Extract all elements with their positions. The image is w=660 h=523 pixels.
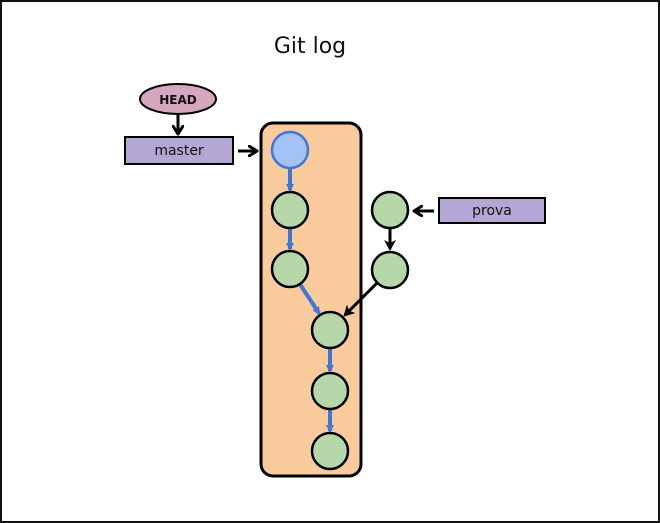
commit-node-p2[interactable] [370, 250, 410, 290]
head-ellipse [139, 83, 217, 115]
diagram-title: Git log [274, 34, 346, 59]
commit-edge-c3-c4 [298, 283, 321, 315]
commit-node-c6[interactable] [310, 431, 350, 471]
commit-node-c2[interactable] [270, 190, 310, 230]
commit-edge-p2-c4 [343, 282, 378, 317]
commit-nodes [270, 130, 410, 471]
commit-node-c4[interactable] [310, 310, 350, 350]
master-label-box [124, 136, 234, 165]
commit-node-p1[interactable] [370, 190, 410, 230]
master-branch-label[interactable]: master [124, 136, 234, 165]
prova-label-box [438, 197, 546, 224]
prova-branch-label[interactable]: prova [438, 197, 546, 224]
head-commit-node[interactable] [270, 130, 310, 170]
commit-node-c3[interactable] [270, 249, 310, 289]
head-label[interactable]: HEAD [139, 83, 217, 115]
prova-label-text: prova [472, 203, 512, 219]
commit-node-c5[interactable] [310, 371, 350, 411]
head-label-text: HEAD [159, 93, 197, 107]
master-label-text: master [154, 143, 204, 159]
commit-edges [286, 169, 396, 433]
